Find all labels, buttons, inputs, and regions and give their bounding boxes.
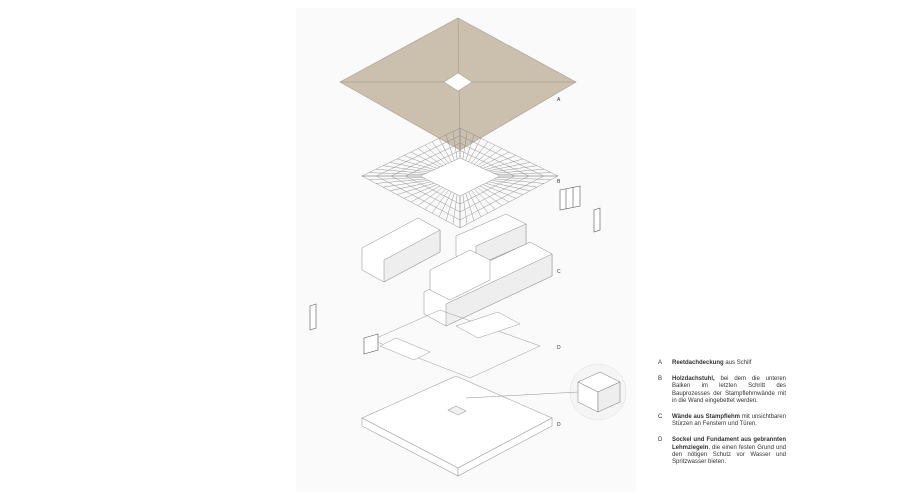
purlin-beam [459, 175, 544, 221]
plinth-outline [371, 309, 541, 379]
brick-detail [465, 363, 627, 421]
wall-block [429, 249, 491, 301]
legend-text: mit unsichtbaren Stürzen an Fenstern und… [672, 413, 786, 428]
purlin-beam [376, 135, 461, 177]
legend-title: Reetdachdeckung [672, 360, 724, 366]
plinth-segment [455, 311, 521, 339]
brick-stack-side [597, 381, 621, 413]
legend-key: B [658, 376, 663, 383]
plinth-segment [379, 337, 431, 361]
legend-key: C [658, 413, 663, 420]
slab-side [457, 417, 553, 477]
foundation-slab [361, 375, 553, 477]
legend-item-b: B Holzdachstuhl, bei dem die unteren Bal… [658, 376, 786, 405]
wall-block [445, 253, 553, 327]
legend-item-d: D Sockel und Fundament aus gebrannten Le… [658, 437, 786, 466]
legend-key: A [658, 360, 663, 366]
purlin-beam [376, 175, 461, 221]
plinth-layer [371, 309, 541, 379]
window-frame [559, 185, 581, 211]
legend-text: aus Schilf [723, 360, 752, 366]
rammed-earth-walls [361, 213, 553, 327]
wall-block [383, 229, 441, 283]
purlin-beam [390, 142, 461, 177]
layer-labels: A B C D D [557, 97, 561, 428]
legend-text: bei dem die unteren Balken im letzten Sc… [672, 376, 786, 404]
purlin-beam [405, 175, 461, 205]
legend-title: Sockel und Fundament aus gebrannten Lehm… [672, 437, 786, 451]
door-frame [593, 207, 601, 233]
layer-label-b: B [557, 179, 561, 185]
legend-item-a: A Reetdachdeckung aus Schilf [658, 360, 786, 367]
legend-text: , die einen festen Grund und den nötigen… [672, 444, 786, 465]
purlin-beam [459, 175, 515, 205]
legend-item-c: C Wände aus Stampflehm mit unsichtbaren … [658, 414, 786, 428]
legend-title: Wände aus Stampflehm [672, 413, 740, 420]
layer-label-d-plinth: D [557, 345, 561, 351]
purlin-beam [405, 150, 461, 177]
legend-key: D [658, 437, 663, 444]
purlin-beam [459, 150, 515, 177]
layer-label-c: C [557, 269, 561, 275]
timber-roof-structure [361, 127, 559, 229]
layer-label-a: A [557, 97, 561, 103]
purlin-beam [459, 175, 530, 213]
detail-leader-line [465, 391, 579, 399]
roof-opening [443, 72, 473, 92]
legend: A Reetdachdeckung aus Schilf B Holzdachs… [658, 360, 786, 475]
windows-and-doors [309, 185, 601, 355]
door-frame [309, 303, 317, 331]
purlin-beam [390, 175, 461, 213]
slab-opening [447, 405, 467, 416]
purlin-beam [459, 135, 544, 177]
window-frame [363, 333, 379, 355]
layer-label-d-foundation: D [557, 422, 561, 428]
purlin-beam [459, 142, 530, 177]
legend-title: Holzdachstuhl, [672, 376, 715, 383]
